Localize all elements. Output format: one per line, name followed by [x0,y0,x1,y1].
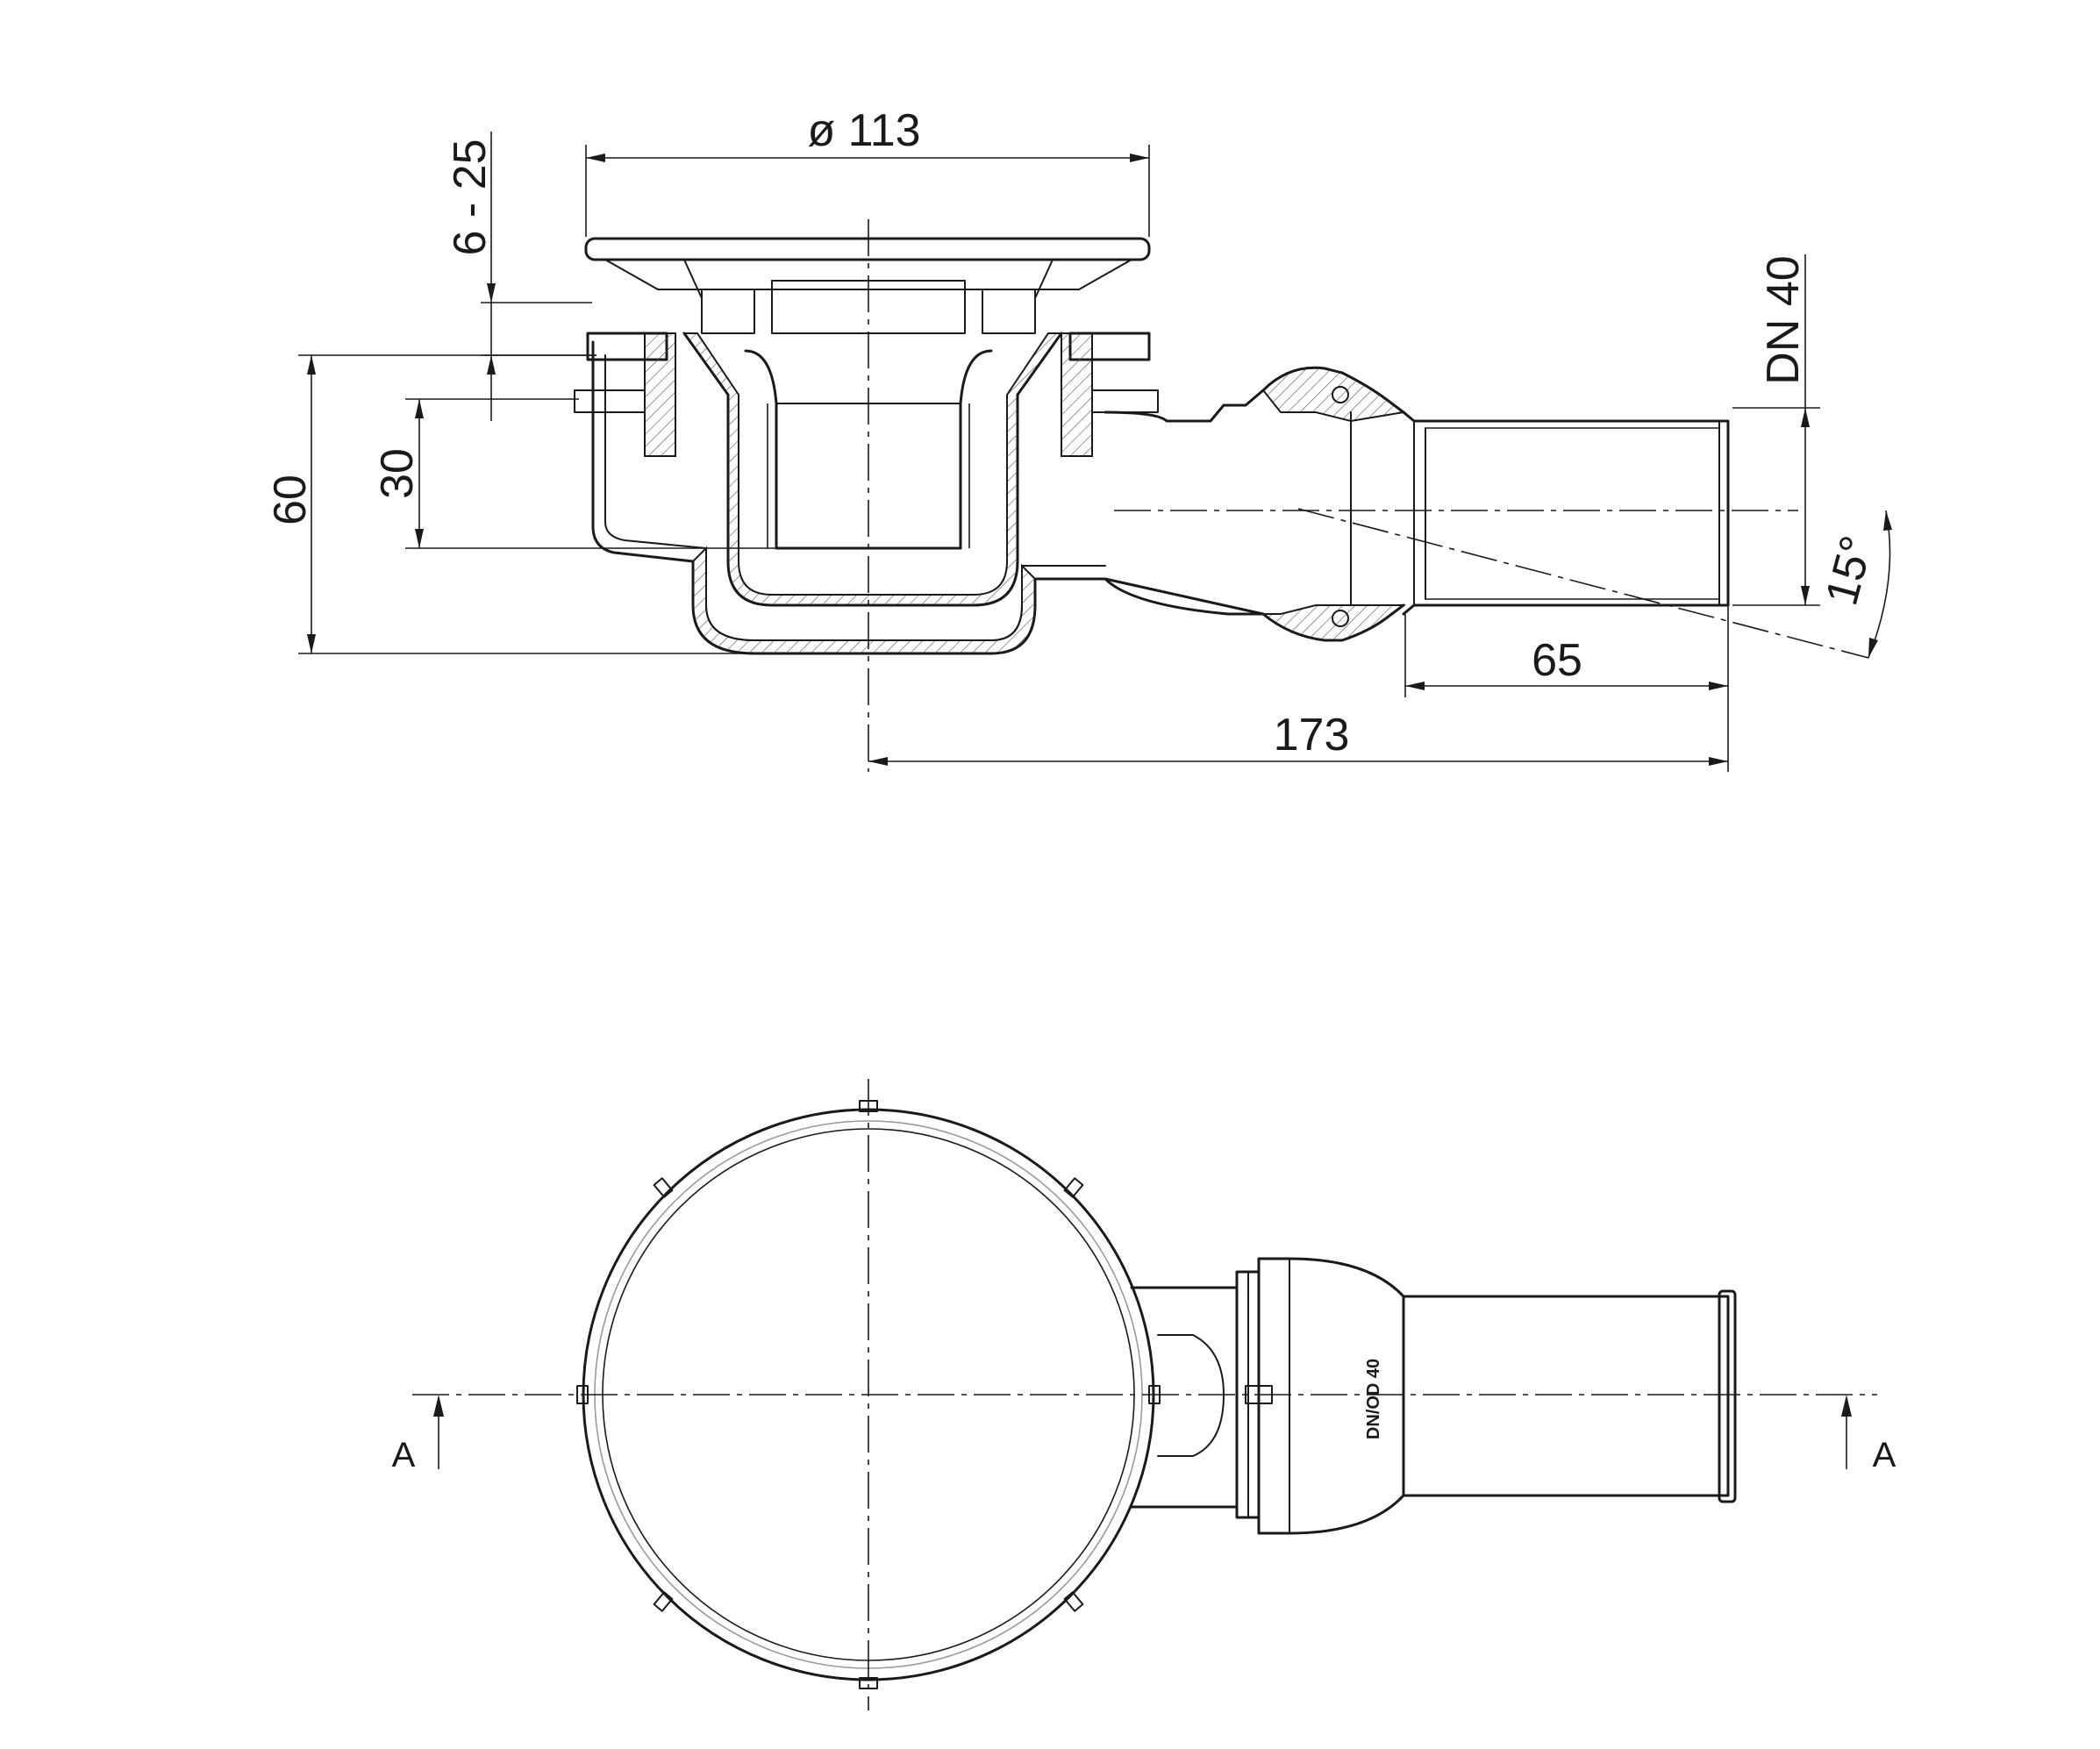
section-view: ø 113 6 - 25 60 30 [265,105,1892,772]
dim-diameter-label: ø 113 [807,105,920,156]
dim-height-seal-label: 30 [372,448,423,499]
dim-pipe-length: 65 [1404,605,1729,772]
pipe-marking-label: DN/OD 40 [1364,1359,1383,1439]
drain-body [574,332,1265,655]
dim-height-total: 60 [265,354,772,654]
plan-view: DN/OD 40 A [392,1079,1896,1710]
section-mark-left: A [392,1395,444,1474]
dim-pipe-length-label: 65 [1532,635,1582,686]
section-mark-left-label: A [392,1436,416,1474]
dim-pipe-nominal: DN 40 [1732,254,1820,606]
dim-height-adjust: 6 - 25 [445,132,596,421]
trap-insert [682,332,1063,607]
plan-outlet: DN/OD 40 [1130,1257,1737,1535]
dim-pipe-nominal-label: DN 40 [1758,255,1809,384]
dim-height-adjust-label: 6 - 25 [445,139,496,256]
dim-height-total-label: 60 [265,475,316,525]
dim-diameter: ø 113 [585,105,1150,237]
slope-line [1297,508,1869,659]
dim-total-length: 173 [868,710,1728,766]
outlet-pipe [1402,410,1730,616]
dim-total-length-label: 173 [1274,710,1350,760]
outlet-elbow [1104,366,1406,642]
dim-slope-angle: 15° [1816,510,1892,659]
section-mark-right: A [1841,1395,1896,1474]
section-mark-right-label: A [1873,1436,1896,1474]
grate-cover [584,237,1151,334]
dim-height-seal: 30 [372,398,776,549]
dim-slope-angle-label: 15° [1816,531,1882,610]
